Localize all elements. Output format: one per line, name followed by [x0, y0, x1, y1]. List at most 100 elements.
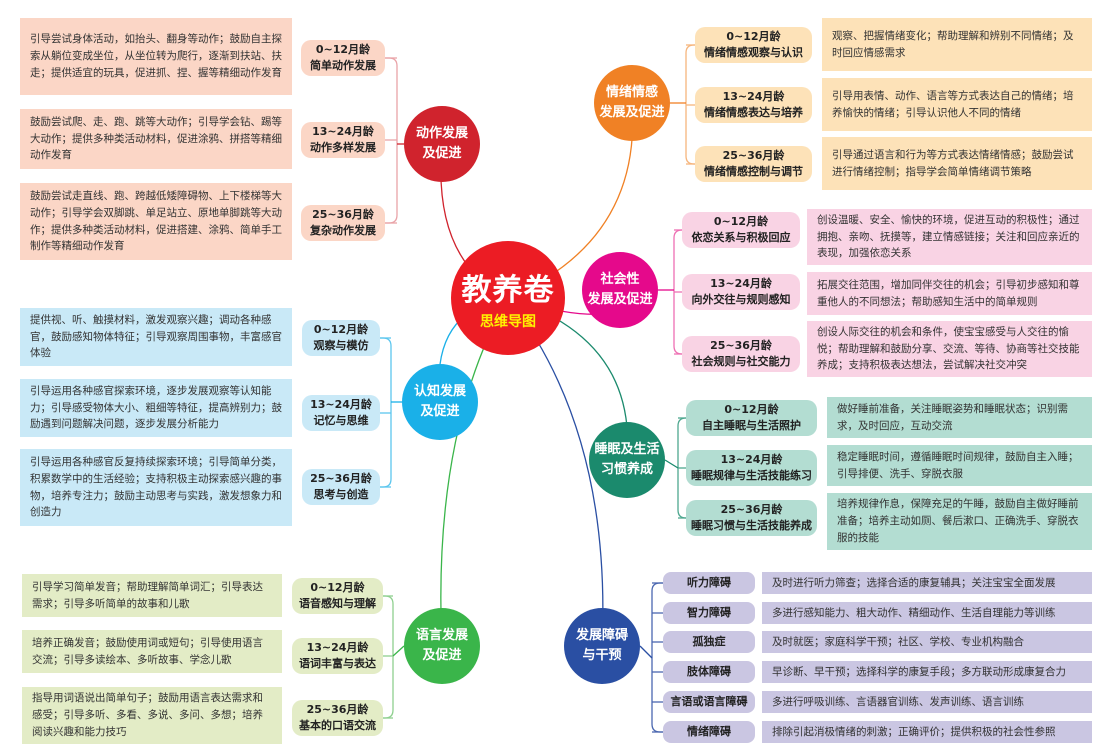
language-age-label: 13~24月龄语词丰富与表达: [292, 638, 383, 674]
cognitive-age-label: 25~36月龄思考与创造: [302, 469, 380, 505]
sleep-topic-title: 睡眠及生活: [594, 441, 660, 457]
disability-detail-box: 及时就医；家庭科学干预；社区、学校、专业机构融合: [762, 631, 1092, 653]
emotion-detail-box: 引导通过语言和行为等方式表达情绪情感；鼓励尝试进行情绪控制；指导学会简单情绪调节…: [822, 137, 1092, 190]
disability-age-label: 情绪障碍: [663, 721, 755, 743]
disability-age-label: 言语或语言障碍: [663, 691, 755, 713]
sleep-topic-node: 睡眠及生活习惯养成: [589, 422, 665, 498]
stage-topic: 情绪障碍: [687, 725, 731, 739]
stage-topic: 听力障碍: [687, 576, 731, 590]
sleep-stem: [664, 459, 679, 469]
language-detail-box: 培养正确发音；鼓励使用词或短句；引导使用语言交流；引导多读绘本、多听故事、学念儿…: [22, 630, 282, 673]
disability-stem: [639, 645, 653, 659]
stage-topic: 情绪情感控制与调节: [704, 165, 803, 178]
age-range: 13~24月龄: [720, 453, 783, 467]
age-range: 0~12月龄: [724, 403, 779, 417]
age-range: 13~24月龄: [722, 90, 785, 104]
social-topic-title: 发展及促进: [587, 292, 653, 307]
sleep-detail-box: 培养规律作息，保障充足的午睡，鼓励自主做好睡前准备；培养主动如厕、餐后漱口、正确…: [827, 493, 1092, 550]
detail-text: 引导尝试身体活动，如抬头、翻身等动作；鼓励自主探索从躺位变成坐位，从坐位转为爬行…: [30, 33, 282, 79]
motor-topic-node: 动作发展及促进: [404, 106, 480, 182]
social-detail-box: 创设温暖、安全、愉快的环境，促进互动的积极性；通过拥抱、亲吻、抚摸等，建立情感链…: [807, 209, 1092, 265]
stage-topic: 思考与创造: [313, 488, 369, 501]
motor-topic-title: 及促进: [422, 146, 462, 161]
detail-text: 培养规律作息，保障充足的午睡，鼓励自主做好睡前准备；培养主动如厕、餐后漱口、正确…: [837, 498, 1079, 544]
detail-text: 多进行感知能力、粗大动作、精细动作、生活自理能力等训练: [772, 606, 1056, 619]
cognitive-detail-box: 提供视、听、触摸材料，激发观察兴趣；调动各种感官，鼓励感知物体特征；引导观察周围…: [20, 308, 292, 366]
detail-text: 培养正确发音；鼓励使用词或短句；引导使用语言交流；引导多读绘本、多听故事、学念儿…: [32, 636, 263, 666]
detail-text: 排除引起消极情绪的刺激；正确评价；提供积极的社会性参照: [772, 725, 1056, 738]
cognitive-detail-box: 引导运用各种感官反复持续探索环境；引导简单分类，积累数学中的生活经验；支持积极主…: [20, 449, 292, 526]
detail-text: 引导运用各种感官反复持续探索环境；引导简单分类，积累数学中的生活经验；支持积极主…: [30, 455, 282, 519]
age-range: 13~24月龄: [312, 125, 374, 139]
language-topic-node: 语言发展及促进: [404, 608, 480, 684]
stage-topic: 简单动作发展: [310, 59, 376, 72]
cognitive-age-label: 0~12月龄观察与模仿: [302, 320, 380, 356]
detail-text: 早诊断、早干预；选择科学的康复手段；多方联动形成康复合力: [772, 665, 1066, 678]
social-age-label: 13~24月龄向外交往与规则感知: [682, 274, 800, 310]
cognitive-age-label: 13~24月龄记忆与思维: [302, 395, 380, 431]
central-title: 教养卷: [461, 273, 555, 308]
stage-topic: 观察与模仿: [313, 339, 369, 352]
cognitive-topic-title: 认知发展: [413, 383, 466, 399]
detail-text: 指导用词语说出简单句子；鼓励用语言表达需求和感受；引导多听、多看、多说、多问、多…: [32, 692, 263, 738]
sleep-detail-box: 做好睡前准备，关注睡眠姿势和睡眠状态；识别需求，及时回应，互动交流: [827, 397, 1092, 438]
detail-text: 鼓励尝试走直线、跑、跨越低矮障碍物、上下楼梯等大动作；引导学会双脚跳、单足站立、…: [30, 189, 282, 253]
emotion-topic-title: 情绪情感: [605, 84, 658, 100]
sleep-age-label: 25~36月龄睡眠习惯与生活技能养成: [686, 500, 817, 536]
stage-topic: 情绪情感观察与认识: [704, 46, 803, 59]
age-range: 25~36月龄: [720, 503, 783, 517]
cognitive-topic-node: 认知发展及促进: [402, 364, 478, 440]
emotion-topic-node: 情绪情感发展及促进: [594, 65, 670, 141]
detail-text: 提供视、听、触摸材料，激发观察兴趣；调动各种感官，鼓励感知物体特征；引导观察周围…: [30, 313, 282, 360]
stage-topic: 语词丰富与表达: [299, 657, 376, 670]
stage-topic: 记忆与思维: [313, 414, 369, 427]
disability-bracket: [651, 582, 663, 733]
motor-topic-title: 动作发展: [415, 125, 468, 141]
disability-age-label: 听力障碍: [663, 572, 755, 594]
age-range: 25~36月龄: [306, 703, 369, 717]
disability-detail-box: 多进行呼吸训练、言语器官训练、发声训练、语言训练: [762, 691, 1092, 713]
language-stem: [392, 645, 405, 657]
age-range: 0~12月龄: [713, 215, 769, 229]
language-topic-title: 语言发展: [415, 627, 468, 643]
disability-topic-title: 与干预: [582, 648, 622, 663]
emotion-topic-title: 发展及促进: [599, 105, 665, 120]
detail-text: 引导运用各种感官探索环境，逐步发展观察等认知能力；引导感受物体大小、粗细等特征，…: [30, 384, 282, 431]
detail-text: 观察、把握情绪变化；帮助理解和辨别不同情绪；及时回应情感需求: [832, 29, 1074, 59]
cognitive-detail-box: 引导运用各种感官探索环境，逐步发展观察等认知能力；引导感受物体大小、粗细等特征，…: [20, 379, 292, 437]
age-range: 0~12月龄: [315, 43, 371, 57]
emotion-detail-box: 观察、把握情绪变化；帮助理解和辨别不同情绪；及时回应情感需求: [822, 18, 1092, 71]
motor-age-label: 0~12月龄简单动作发展: [301, 40, 385, 76]
stage-topic: 动作多样发展: [310, 141, 376, 154]
stage-topic: 孤独症: [692, 635, 726, 649]
detail-text: 及时进行听力筛查；选择合适的康复辅具；关注宝宝全面发展: [772, 576, 1056, 589]
language-bracket: [383, 595, 394, 719]
stage-topic: 情绪情感表达与培养: [704, 106, 803, 119]
motor-age-label: 25~36月龄复杂动作发展: [301, 205, 385, 241]
disability-detail-box: 排除引起消极情绪的刺激；正确评价；提供积极的社会性参照: [762, 721, 1092, 743]
stage-topic: 自主睡眠与生活照护: [702, 419, 801, 432]
disability-detail-box: 早诊断、早干预；选择科学的康复手段；多方联动形成康复合力: [762, 661, 1092, 683]
detail-text: 稳定睡眠时间，遵循睡眠时间规律，鼓励自主入睡；引导排便、洗手、穿脱衣服: [837, 450, 1079, 480]
disability-age-label: 肢体障碍: [663, 661, 755, 683]
sleep-age-label: 13~24月龄睡眠规律与生活技能练习: [686, 450, 817, 486]
stage-topic: 向外交往与规则感知: [691, 293, 791, 306]
central-subtitle: 思维导图: [480, 314, 536, 330]
social-topic-title: 社会性: [600, 271, 640, 287]
stage-topic: 依恋关系与积极回应: [691, 231, 791, 244]
sleep-age-label: 0~12月龄自主睡眠与生活照护: [686, 400, 817, 436]
language-age-label: 25~36月龄基本的口语交流: [292, 700, 383, 736]
stage-topic: 智力障碍: [687, 606, 731, 620]
sleep-topic-title: 习惯养成: [600, 462, 653, 477]
motor-detail-box: 鼓励尝试爬、走、跑、跳等大动作；引导学会钻、踢等大动作；提供多种类活动材料，促进…: [20, 109, 292, 169]
stage-topic: 社会规则与社交能力: [691, 355, 791, 368]
social-age-label: 0~12月龄依恋关系与积极回应: [682, 212, 800, 248]
detail-text: 做好睡前准备，关注睡眠姿势和睡眠状态；识别需求，及时回应，互动交流: [837, 402, 1068, 432]
stage-topic: 言语或语言障碍: [670, 695, 748, 709]
age-range: 13~24月龄: [710, 277, 772, 291]
age-range: 13~24月龄: [310, 398, 372, 412]
detail-text: 及时就医；家庭科学干预；社区、学校、专业机构融合: [772, 635, 1024, 648]
central-topic: 教养卷 思维导图: [451, 241, 565, 355]
stage-topic: 语音感知与理解: [299, 597, 376, 610]
language-age-label: 0~12月龄语音感知与理解: [292, 578, 383, 614]
